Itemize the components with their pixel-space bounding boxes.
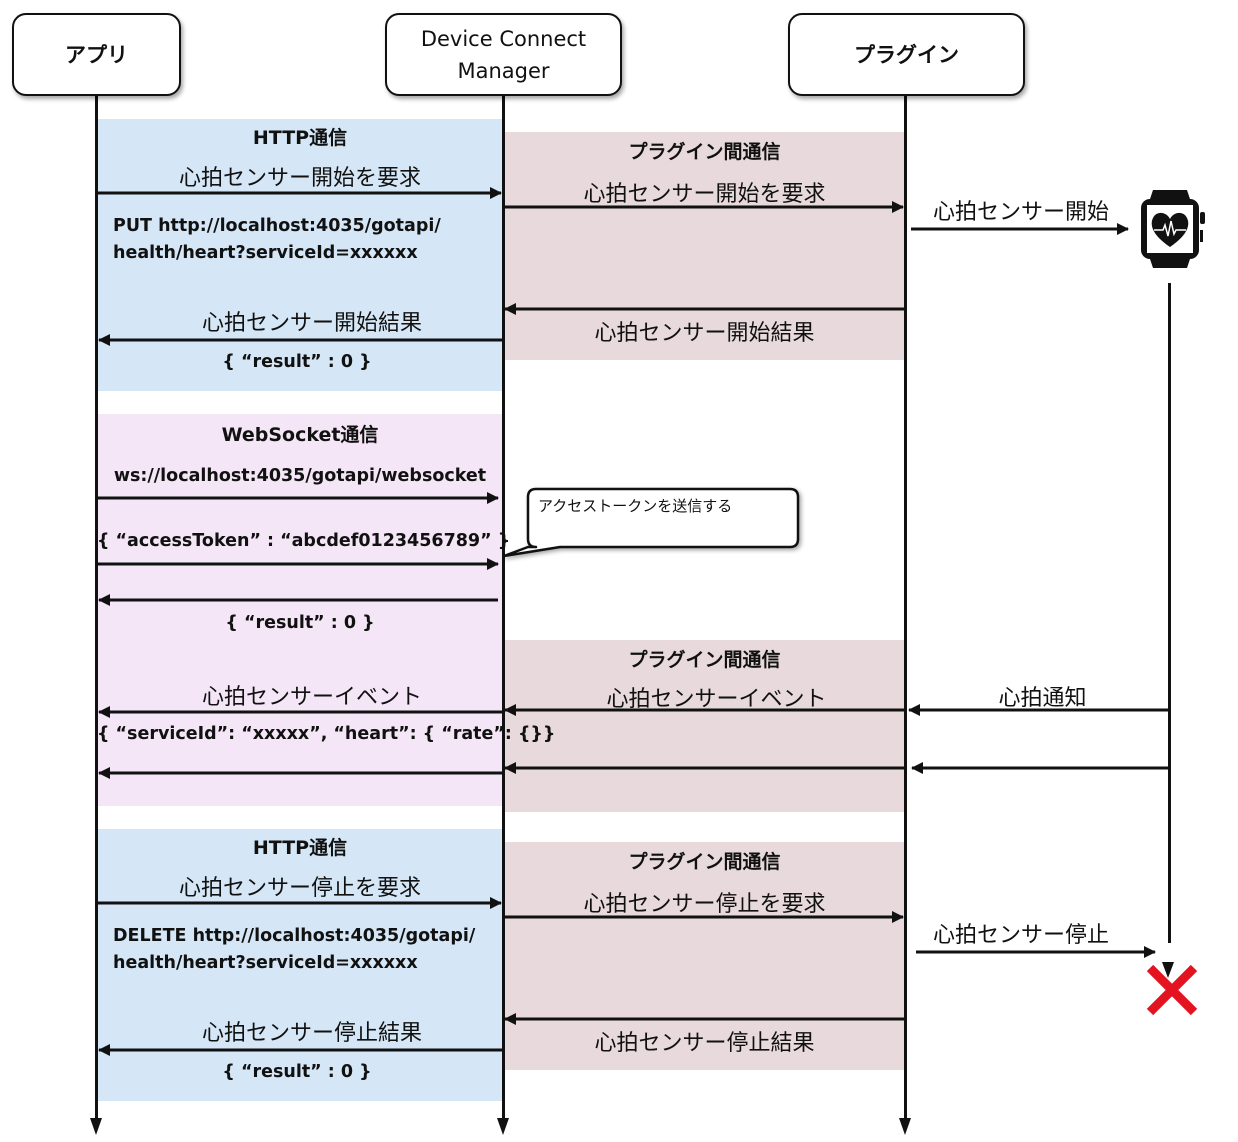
red-x-icon (1146, 964, 1198, 1016)
label-result-body-stop: { “result” : 0 } (222, 1062, 372, 1082)
plugin-title-start: プラグイン間通信 (628, 141, 781, 163)
label-put-url-1: PUT http://localhost:4035/gotapi/ (113, 216, 441, 236)
label-put-url-2: health/heart?serviceId=xxxxxx (113, 243, 418, 263)
callout-bubble (502, 487, 800, 558)
device-lifeline (1168, 283, 1171, 943)
plugin-region-event (503, 640, 906, 812)
label-result-start-plugin: 心拍センサー開始結果 (594, 321, 815, 346)
http-region-start (97, 119, 503, 391)
label-request-start-app: 心拍センサー開始を要求 (178, 166, 421, 191)
app-lifeline-arrowhead (90, 1118, 102, 1135)
http-title-start: HTTP通信 (252, 127, 348, 149)
label-ws-result: { “result” : 0 } (225, 613, 375, 633)
label-request-start-plugin: 心拍センサー開始を要求 (583, 182, 826, 207)
label-request-stop-app: 心拍センサー停止を要求 (178, 876, 421, 901)
participant-plugin: プラグイン (788, 13, 1025, 96)
participant-app-label: アプリ (65, 42, 128, 67)
label-ws-url: ws://localhost:4035/gotapi/websocket (113, 466, 487, 486)
label-result-start-app: 心拍センサー開始結果 (201, 311, 422, 336)
callout-text: アクセストークンを送信する (538, 497, 733, 515)
participant-app: アプリ (12, 13, 181, 96)
label-result-stop-plugin: 心拍センサー停止結果 (594, 1031, 815, 1056)
label-result-stop-app: 心拍センサー停止結果 (201, 1021, 422, 1046)
label-access-token: { “accessToken” : “abcdef0123456789” } (97, 531, 511, 551)
websocket-region (97, 414, 503, 806)
app-lifeline (95, 95, 98, 1125)
participant-manager: Device Connect Manager (385, 13, 622, 96)
label-result-body-start: { “result” : 0 } (222, 352, 372, 372)
device-lifeline-arrowhead (1162, 962, 1174, 978)
plugin-region-stop (503, 842, 906, 1070)
label-event-body: { “serviceId”: “xxxxx”, “heart”: { “rate… (97, 724, 556, 744)
manager-lifeline-arrowhead (497, 1118, 509, 1135)
smartwatch-heart-icon (1141, 190, 1205, 268)
plugin-title-event: プラグイン間通信 (628, 649, 781, 671)
participant-manager-label-1: Device Connect (420, 26, 587, 51)
http-title-stop: HTTP通信 (252, 837, 348, 859)
label-device-notify: 心拍通知 (998, 686, 1087, 711)
plugin-lifeline-arrowhead (899, 1118, 911, 1135)
label-request-stop-plugin: 心拍センサー停止を要求 (583, 892, 826, 917)
label-delete-url-1: DELETE http://localhost:4035/gotapi/ (113, 926, 476, 946)
participant-plugin-label: プラグイン (854, 42, 959, 67)
label-device-stop: 心拍センサー停止 (932, 923, 1109, 948)
label-event-plugin: 心拍センサーイベント (606, 687, 827, 712)
label-device-start: 心拍センサー開始 (932, 200, 1109, 225)
plugin-region-start (503, 132, 906, 360)
http-region-stop (97, 829, 503, 1101)
label-event-app: 心拍センサーイベント (201, 685, 422, 710)
websocket-title: WebSocket通信 (221, 424, 379, 446)
participant-manager-label-2: Manager (457, 58, 550, 83)
plugin-title-stop: プラグイン間通信 (628, 851, 781, 873)
manager-lifeline (502, 95, 505, 1125)
label-delete-url-2: health/heart?serviceId=xxxxxx (113, 953, 418, 973)
plugin-lifeline (904, 95, 907, 1125)
